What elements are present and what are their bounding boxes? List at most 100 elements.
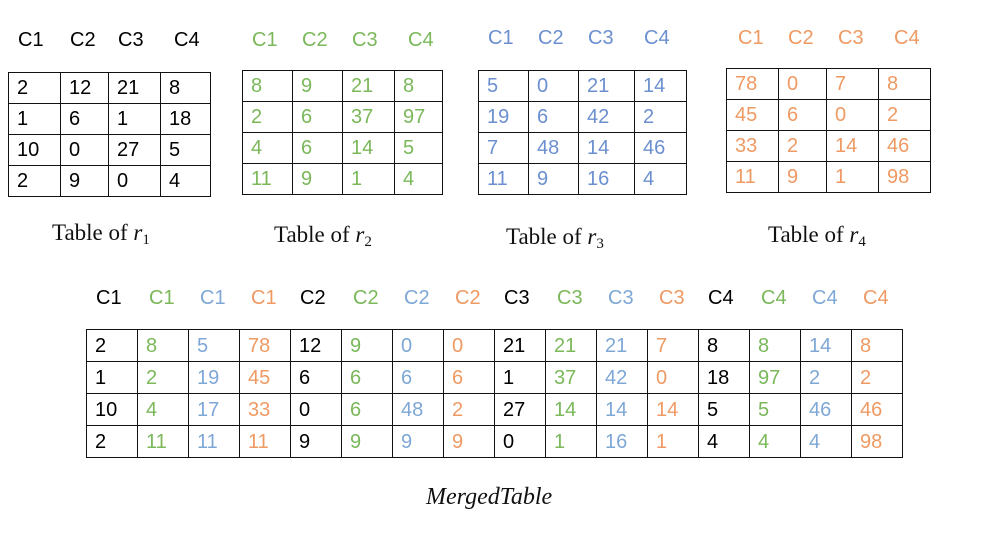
table-cell: 1 [826, 161, 879, 193]
table-cell: 4 [160, 165, 211, 197]
table-cell: 19 [478, 101, 529, 133]
table-cell: 11 [242, 163, 293, 195]
header-cell: C4 [708, 287, 734, 309]
table-cell: 33 [239, 393, 291, 426]
table-cell: 8 [137, 329, 189, 362]
table-cell: 9 [60, 165, 109, 197]
table-cell: 4 [749, 425, 801, 458]
table-cell: 7 [478, 132, 529, 164]
header-cell: C3 [118, 29, 144, 51]
table-cell: 11 [239, 425, 291, 458]
header-cell: C2 [353, 287, 379, 309]
table-cell: 1 [545, 425, 597, 458]
table-cell: 9 [392, 425, 444, 458]
table-cell: 0 [528, 70, 579, 102]
table-cell: 4 [634, 163, 687, 195]
header-cell: C1 [738, 27, 764, 49]
table-cell: 1 [108, 103, 161, 135]
table-cell: 21 [494, 329, 546, 362]
table-cell: 6 [341, 393, 393, 426]
caption-r4: Table of r4 [768, 222, 866, 251]
caption-prefix: Table of [274, 222, 350, 247]
table-cell: 2 [8, 165, 61, 197]
table-cell: 21 [596, 329, 648, 362]
table-cell: 0 [647, 361, 699, 394]
table-cell: 1 [494, 361, 546, 394]
table-cell: 6 [290, 361, 342, 394]
table-cell: 0 [60, 134, 109, 166]
table-cell: 46 [851, 393, 903, 426]
header-cell: C3 [838, 27, 864, 49]
table-cell: 4 [137, 393, 189, 426]
table-cell: 14 [826, 130, 879, 162]
caption-prefix: Table of [506, 224, 582, 249]
table-cell: 21 [342, 70, 395, 102]
table-cell: 21 [545, 329, 597, 362]
table-cell: 2 [851, 361, 903, 394]
table-cell: 1 [8, 103, 61, 135]
table-cell: 1 [86, 361, 138, 394]
table-cell: 6 [778, 99, 827, 131]
header-cell: C4 [761, 287, 787, 309]
table-cell: 5 [698, 393, 750, 426]
table-cell: 17 [188, 393, 240, 426]
table-cell: 2 [86, 425, 138, 458]
header-cell: C4 [174, 29, 200, 51]
table-cell: 6 [443, 361, 495, 394]
table-cell: 5 [160, 134, 211, 166]
table-cell: 10 [86, 393, 138, 426]
table-cell: 9 [443, 425, 495, 458]
table-cell: 8 [749, 329, 801, 362]
header-cell: C3 [352, 29, 378, 51]
table-cell: 78 [239, 329, 291, 362]
table-cell: 21 [578, 70, 635, 102]
header-cell: C4 [408, 29, 434, 51]
caption-sub: 4 [858, 234, 866, 250]
table-cell: 0 [290, 393, 342, 426]
table-cell: 7 [647, 329, 699, 362]
table-cell: 37 [342, 101, 395, 133]
table-cell: 5 [188, 329, 240, 362]
header-cell: C3 [659, 287, 685, 309]
table-cell: 2 [242, 101, 293, 133]
table-cell: 14 [596, 393, 648, 426]
table-cell: 6 [528, 101, 579, 133]
header-cell: C1 [251, 287, 277, 309]
table-cell: 5 [394, 132, 443, 164]
table-cell: 8 [242, 70, 293, 102]
table-cell: 11 [478, 163, 529, 195]
table-cell: 5 [749, 393, 801, 426]
header-cell: C2 [788, 27, 814, 49]
table-cell: 4 [800, 425, 852, 458]
table-cell: 0 [443, 329, 495, 362]
table-cell: 0 [494, 425, 546, 458]
caption-sub: 3 [596, 236, 604, 252]
header-cell: C1 [96, 287, 122, 309]
table-cell: 2 [86, 329, 138, 362]
table-cell: 9 [778, 161, 827, 193]
table-cell: 14 [647, 393, 699, 426]
table-cell: 2 [443, 393, 495, 426]
table-cell: 14 [545, 393, 597, 426]
table-cell: 21 [108, 72, 161, 104]
table-cell: 9 [290, 425, 342, 458]
table-cell: 16 [596, 425, 648, 458]
table-cell: 9 [341, 329, 393, 362]
table-cell: 2 [778, 130, 827, 162]
caption-var: r [133, 220, 143, 245]
caption-r3: Table of r3 [506, 224, 604, 253]
